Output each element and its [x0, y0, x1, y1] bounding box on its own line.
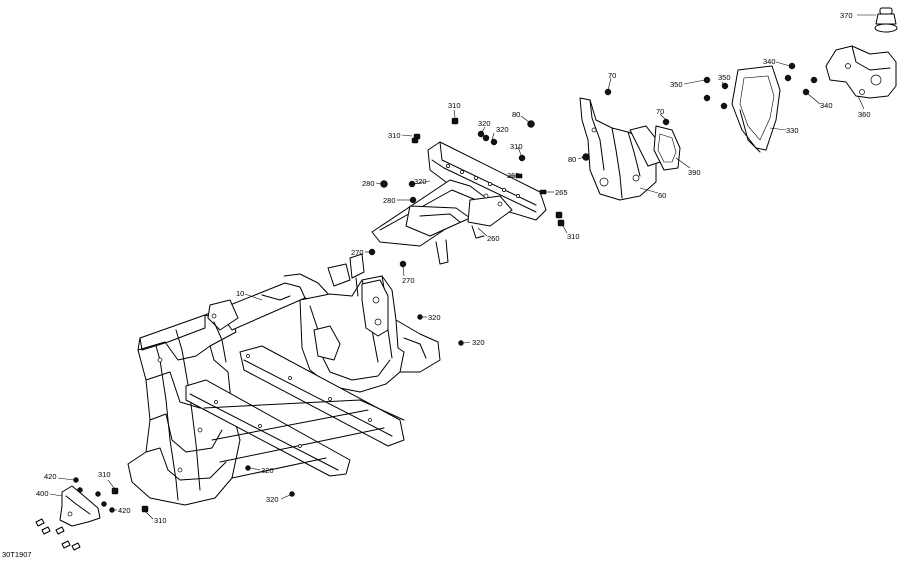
bracket-60-drawing: [579, 97, 661, 201]
callout-310-lower-b: 310: [154, 516, 167, 525]
callout-310-mid: 310: [510, 142, 523, 151]
main-frame-drawing: [127, 253, 441, 506]
callout-360: 360: [858, 110, 871, 119]
callout-310-right: 310: [567, 232, 580, 241]
callout-70-right: 70: [656, 107, 664, 116]
callout-320-c: 320: [414, 177, 427, 186]
bracket-330-drawing: [731, 65, 781, 153]
callout-330: 330: [786, 126, 799, 135]
callout-370: 370: [840, 11, 853, 20]
callout-70-top: 70: [608, 71, 616, 80]
callout-340-top: 340: [763, 57, 776, 66]
callout-350-left: 350: [670, 80, 683, 89]
callout-280-a: 280: [362, 179, 375, 188]
callout-60: 60: [658, 191, 666, 200]
plate-390-drawing: [653, 125, 681, 171]
callout-320-b: 320: [496, 125, 509, 134]
callout-400: 400: [36, 489, 49, 498]
callout-320-a: 320: [478, 119, 491, 128]
callout-80-left: 80: [568, 155, 576, 164]
callout-390: 390: [688, 168, 701, 177]
callout-320-d: 320: [428, 313, 441, 322]
callout-10: 10: [236, 289, 244, 298]
rear-subframe-drawing: [371, 141, 547, 265]
fasteners: [35, 62, 818, 551]
callout-320-f: 320: [261, 466, 274, 475]
callout-420-b: 420: [118, 506, 131, 515]
callout-270-a: 270: [351, 248, 364, 257]
callout-265-b: 265: [555, 188, 568, 197]
callout-80-top: 80: [512, 110, 520, 119]
callout-420-a: 420: [44, 472, 57, 481]
callout-310-left: 310: [388, 131, 401, 140]
callout-350-right: 350: [718, 73, 731, 82]
callout-260: 260: [487, 234, 500, 243]
callout-320-g: 320: [266, 495, 279, 504]
callout-320-e: 320: [472, 338, 485, 347]
callout-310-lower-a: 310: [98, 470, 111, 479]
part-370-drawing: [874, 7, 898, 33]
callout-280-b: 280: [383, 196, 396, 205]
callout-265-a: 265: [507, 171, 520, 180]
callout-310-top: 310: [448, 101, 461, 110]
leader-lines: [49, 14, 876, 520]
callout-340-right: 340: [820, 101, 833, 110]
drawing-code: 30T1907: [2, 550, 32, 559]
bracket-360-drawing: [825, 45, 897, 99]
callout-270-b: 270: [402, 276, 415, 285]
callout-labels: 370 340 340 360 350 350 330 70 70 390 60…: [36, 11, 871, 525]
